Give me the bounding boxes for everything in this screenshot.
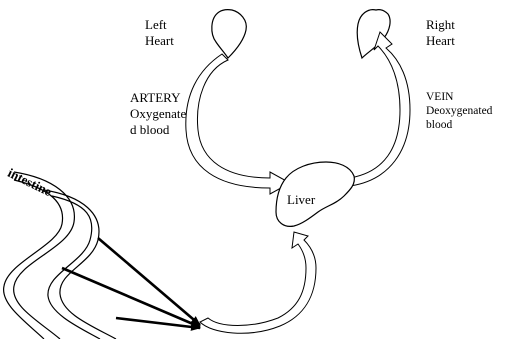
right-heart-label: Right Heart [426, 17, 455, 49]
artery-label-line-1: ARTERY [130, 90, 186, 106]
left-heart-shape [212, 10, 246, 58]
intestine-outline-2 [4, 180, 63, 339]
right-heart-label-line-2: Heart [426, 33, 455, 49]
vein-label-line-1: VEIN [426, 90, 492, 104]
artery-label-line-2: Oxygenate [130, 106, 186, 122]
artery-label: ARTERY Oxygenate d blood [130, 90, 186, 138]
liver-label: Liver [287, 192, 315, 208]
vein-label-line-2: Deoxygenated [426, 104, 492, 118]
left-heart-label-line-2: Heart [145, 33, 174, 49]
absorption-arrow-1 [98, 238, 200, 325]
vein-arrow [350, 32, 410, 186]
vein-label: VEIN Deoxygenated blood [426, 90, 492, 132]
vein-label-line-3: blood [426, 118, 492, 132]
absorption-arrow-2 [62, 268, 200, 327]
right-heart-label-line-1: Right [426, 17, 455, 33]
portal-vein-arrow [200, 232, 316, 333]
left-heart-label: Left Heart [145, 17, 174, 49]
intestine-outline-3 [44, 190, 116, 339]
left-heart-label-line-1: Left [145, 17, 174, 33]
liver-label-text: Liver [287, 192, 315, 208]
artery-arrow [186, 54, 290, 194]
artery-label-line-3: d blood [130, 122, 186, 138]
